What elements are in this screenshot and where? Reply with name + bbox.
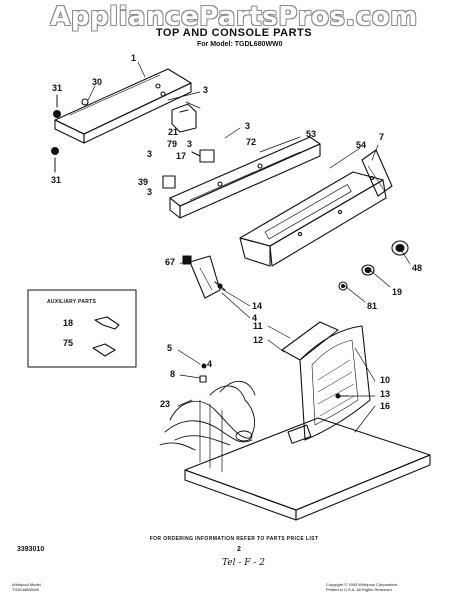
document-number: 3393010 bbox=[17, 546, 45, 553]
wire-harness-23 bbox=[159, 381, 256, 451]
callout-75: 75 bbox=[63, 338, 74, 348]
console-panel-54 bbox=[239, 171, 387, 267]
knob-48 bbox=[391, 240, 409, 256]
callout-39: 39 bbox=[138, 177, 149, 187]
callout-19: 19 bbox=[392, 287, 403, 297]
connector-14 bbox=[214, 281, 226, 291]
switch-21 bbox=[171, 103, 197, 133]
bracket-67 bbox=[182, 255, 221, 299]
pub-right-line-1: Copyright © 1993 Whirlpool Corporation bbox=[326, 582, 397, 587]
callout-3-b: 3 bbox=[245, 121, 251, 131]
callout-3-a: 3 bbox=[203, 85, 209, 95]
callout-21: 21 bbox=[168, 127, 179, 137]
callout-17: 17 bbox=[176, 151, 187, 161]
model-label: For Model: TGDL680WW0 bbox=[197, 41, 283, 48]
pub-left-line-2: TGDL680WW0 bbox=[12, 587, 40, 592]
part-5-8 bbox=[199, 363, 207, 383]
callout-4-a: 4 bbox=[252, 313, 258, 323]
lint-screen-11 bbox=[281, 321, 339, 361]
publication-info-left: Whirlpool Model TGDL680WW0 bbox=[12, 582, 41, 592]
duct-10 bbox=[299, 325, 371, 441]
callout-7: 7 bbox=[379, 132, 385, 142]
auxiliary-parts-title: AUXILIARY PARTS bbox=[47, 299, 97, 305]
end-cap-7 bbox=[361, 149, 393, 197]
callout-12: 12 bbox=[253, 335, 264, 345]
ordering-note: FOR ORDERING INFORMATION REFER TO PARTS … bbox=[149, 536, 319, 542]
callout-81: 81 bbox=[367, 301, 378, 311]
console-rail-53 bbox=[169, 136, 321, 219]
screw-13 bbox=[335, 393, 349, 399]
pub-left-line-1: Whirlpool Model bbox=[12, 582, 41, 587]
callout-14: 14 bbox=[252, 301, 263, 311]
callout-3-e: 3 bbox=[147, 187, 153, 197]
callout-11: 11 bbox=[253, 321, 263, 331]
callout-67: 67 bbox=[165, 257, 176, 267]
callout-3-d: 3 bbox=[147, 149, 153, 159]
auxiliary-box bbox=[27, 289, 137, 368]
pub-right-line-2: Printed in U.S.A. All Rights Reserved bbox=[326, 587, 392, 592]
callout-1: 1 bbox=[131, 53, 137, 63]
screws-31 bbox=[51, 94, 61, 173]
callout-54: 54 bbox=[356, 140, 367, 150]
part-39 bbox=[162, 175, 176, 189]
knob-19 bbox=[361, 264, 375, 276]
callout-79: 79 bbox=[167, 139, 178, 149]
watermark: AppliancePartsPros.com bbox=[50, 2, 418, 32]
callout-16: 16 bbox=[380, 401, 391, 411]
callout-30: 30 bbox=[92, 77, 103, 87]
publication-info-right: Copyright © 1993 Whirlpool Corporation P… bbox=[326, 582, 397, 592]
handwritten-note: Tel - F - 2 bbox=[222, 558, 266, 568]
callout-18: 18 bbox=[63, 318, 74, 328]
callout-31-bottom: 31 bbox=[51, 175, 62, 185]
callout-3-c: 3 bbox=[187, 139, 193, 149]
callout-5: 5 bbox=[167, 343, 173, 353]
callout-4-b: 4 bbox=[207, 359, 213, 369]
switch-17 bbox=[191, 149, 215, 163]
callout-23: 23 bbox=[160, 399, 171, 409]
control-panel-bracket bbox=[54, 68, 192, 144]
callout-31-top: 31 bbox=[52, 83, 63, 93]
callout-13: 13 bbox=[380, 389, 391, 399]
page-number: 2 bbox=[237, 546, 241, 553]
callout-8: 8 bbox=[170, 369, 176, 379]
callout-48: 48 bbox=[412, 263, 423, 273]
callout-72: 72 bbox=[246, 137, 257, 147]
callout-53: 53 bbox=[306, 129, 317, 139]
diagram-title: TOP AND CONSOLE PARTS bbox=[155, 27, 313, 39]
callout-10: 10 bbox=[380, 375, 391, 385]
top-panel-16 bbox=[184, 399, 431, 521]
knob-81 bbox=[338, 281, 348, 291]
